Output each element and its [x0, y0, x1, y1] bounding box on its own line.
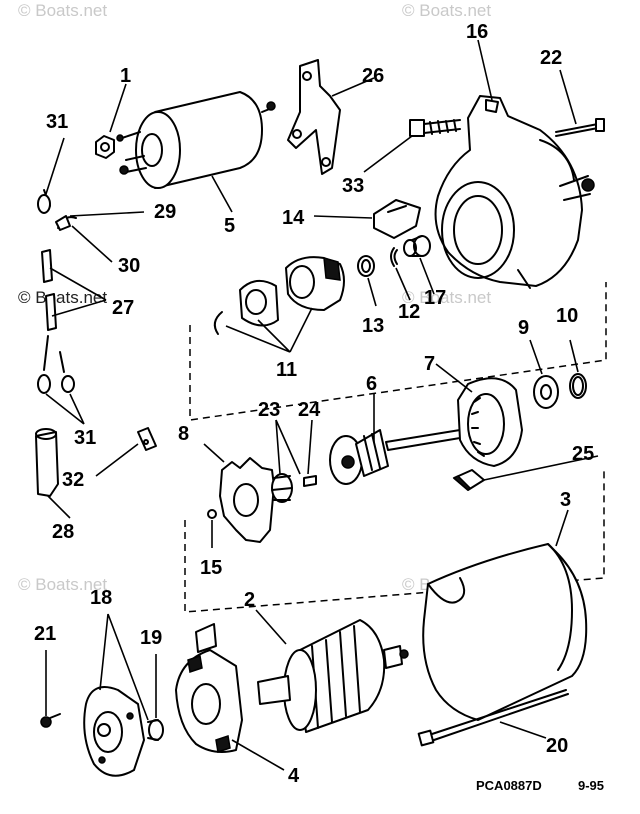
bracket-part-26 [287, 59, 341, 175]
callout-31-bottom: 31 [74, 427, 96, 449]
watermark-low-left: © Boats.net [18, 575, 107, 594]
end-cap-part-18 [83, 686, 145, 777]
callout-22: 22 [540, 47, 562, 69]
group-outline-lower [184, 470, 605, 613]
watermark-top-left: © Boats.net [18, 1, 107, 20]
callout-29: 29 [154, 201, 176, 223]
pad-part-14 [373, 199, 421, 239]
callout-28: 28 [52, 521, 74, 543]
watermark-top-right: © Boats.net [402, 1, 491, 20]
washer-part-9 [533, 375, 559, 409]
bushing-part-17 [403, 235, 431, 257]
callout-26: 26 [362, 65, 384, 87]
callout-23: 23 [258, 399, 280, 421]
callout-7: 7 [424, 353, 435, 375]
brush-part-25 [452, 469, 485, 492]
watermark-mid-right: © Boats.net [402, 288, 491, 307]
callout-9: 9 [518, 317, 529, 339]
ring-part-13 [357, 255, 375, 277]
callout-21: 21 [34, 623, 56, 645]
callout-24: 24 [298, 399, 321, 421]
bolt-part-33 [409, 119, 461, 137]
callout-14: 14 [282, 207, 305, 229]
ball-part-15 [207, 509, 217, 519]
callout-32: 32 [62, 469, 84, 491]
callout-33: 33 [342, 175, 364, 197]
shaft-part-6 [329, 429, 461, 485]
callout-3: 3 [560, 489, 571, 511]
callout-10: 10 [556, 305, 578, 327]
callout-15: 15 [200, 557, 222, 579]
callout-30: 30 [118, 255, 140, 277]
callout-13: 13 [362, 315, 384, 337]
nut-part-1 [95, 135, 115, 159]
through-bolt-part-20 [417, 689, 569, 747]
pin-part-24 [303, 475, 317, 487]
terminal-part-32 [137, 427, 157, 451]
callout-numbers: 1 2 3 4 5 6 7 8 9 10 11 12 13 14 15 16 1… [34, 21, 594, 787]
frame-part-3 [422, 543, 588, 721]
callout-11: 11 [276, 359, 297, 381]
callout-12: 12 [398, 301, 420, 323]
callout-5: 5 [224, 215, 235, 237]
callout-1: 1 [120, 65, 131, 87]
solenoid-part-5 [116, 91, 276, 189]
drive-housing-part-16 [434, 95, 595, 289]
brush-holder-part-4 [175, 623, 243, 753]
callout-4: 4 [288, 765, 300, 787]
callout-25: 25 [572, 443, 594, 465]
callout-2: 2 [244, 589, 255, 611]
gear-part-23 [271, 473, 293, 503]
watermark-mid-left: © Boats.net [18, 288, 107, 307]
boot-part-28 [35, 428, 59, 497]
clip-part-12 [390, 247, 398, 267]
callout-8: 8 [178, 423, 189, 445]
callout-27: 27 [112, 297, 134, 319]
leader-lines [45, 39, 599, 771]
bolt-part-22 [555, 118, 605, 137]
bushing-part-19 [147, 719, 164, 741]
callout-20: 20 [546, 735, 568, 757]
screw-part-21 [40, 713, 61, 728]
callout-18: 18 [90, 587, 112, 609]
callout-16: 16 [466, 21, 488, 43]
callout-17: 17 [424, 287, 446, 309]
ring-part-10 [569, 373, 587, 399]
ring-gear-part-7 [457, 377, 523, 467]
armature-part-2 [257, 619, 409, 733]
plate-part-8 [219, 457, 275, 543]
wiring-parts-27-31 [37, 189, 77, 394]
callout-31-top: 31 [46, 111, 68, 133]
group-outline-upper [189, 282, 607, 421]
callout-6: 6 [366, 373, 377, 395]
footer-date: 9-95 [578, 778, 604, 793]
clutch-assembly-part-11 [213, 256, 345, 335]
footer-part-code: PCA0887D [476, 778, 542, 793]
callout-19: 19 [140, 627, 162, 649]
